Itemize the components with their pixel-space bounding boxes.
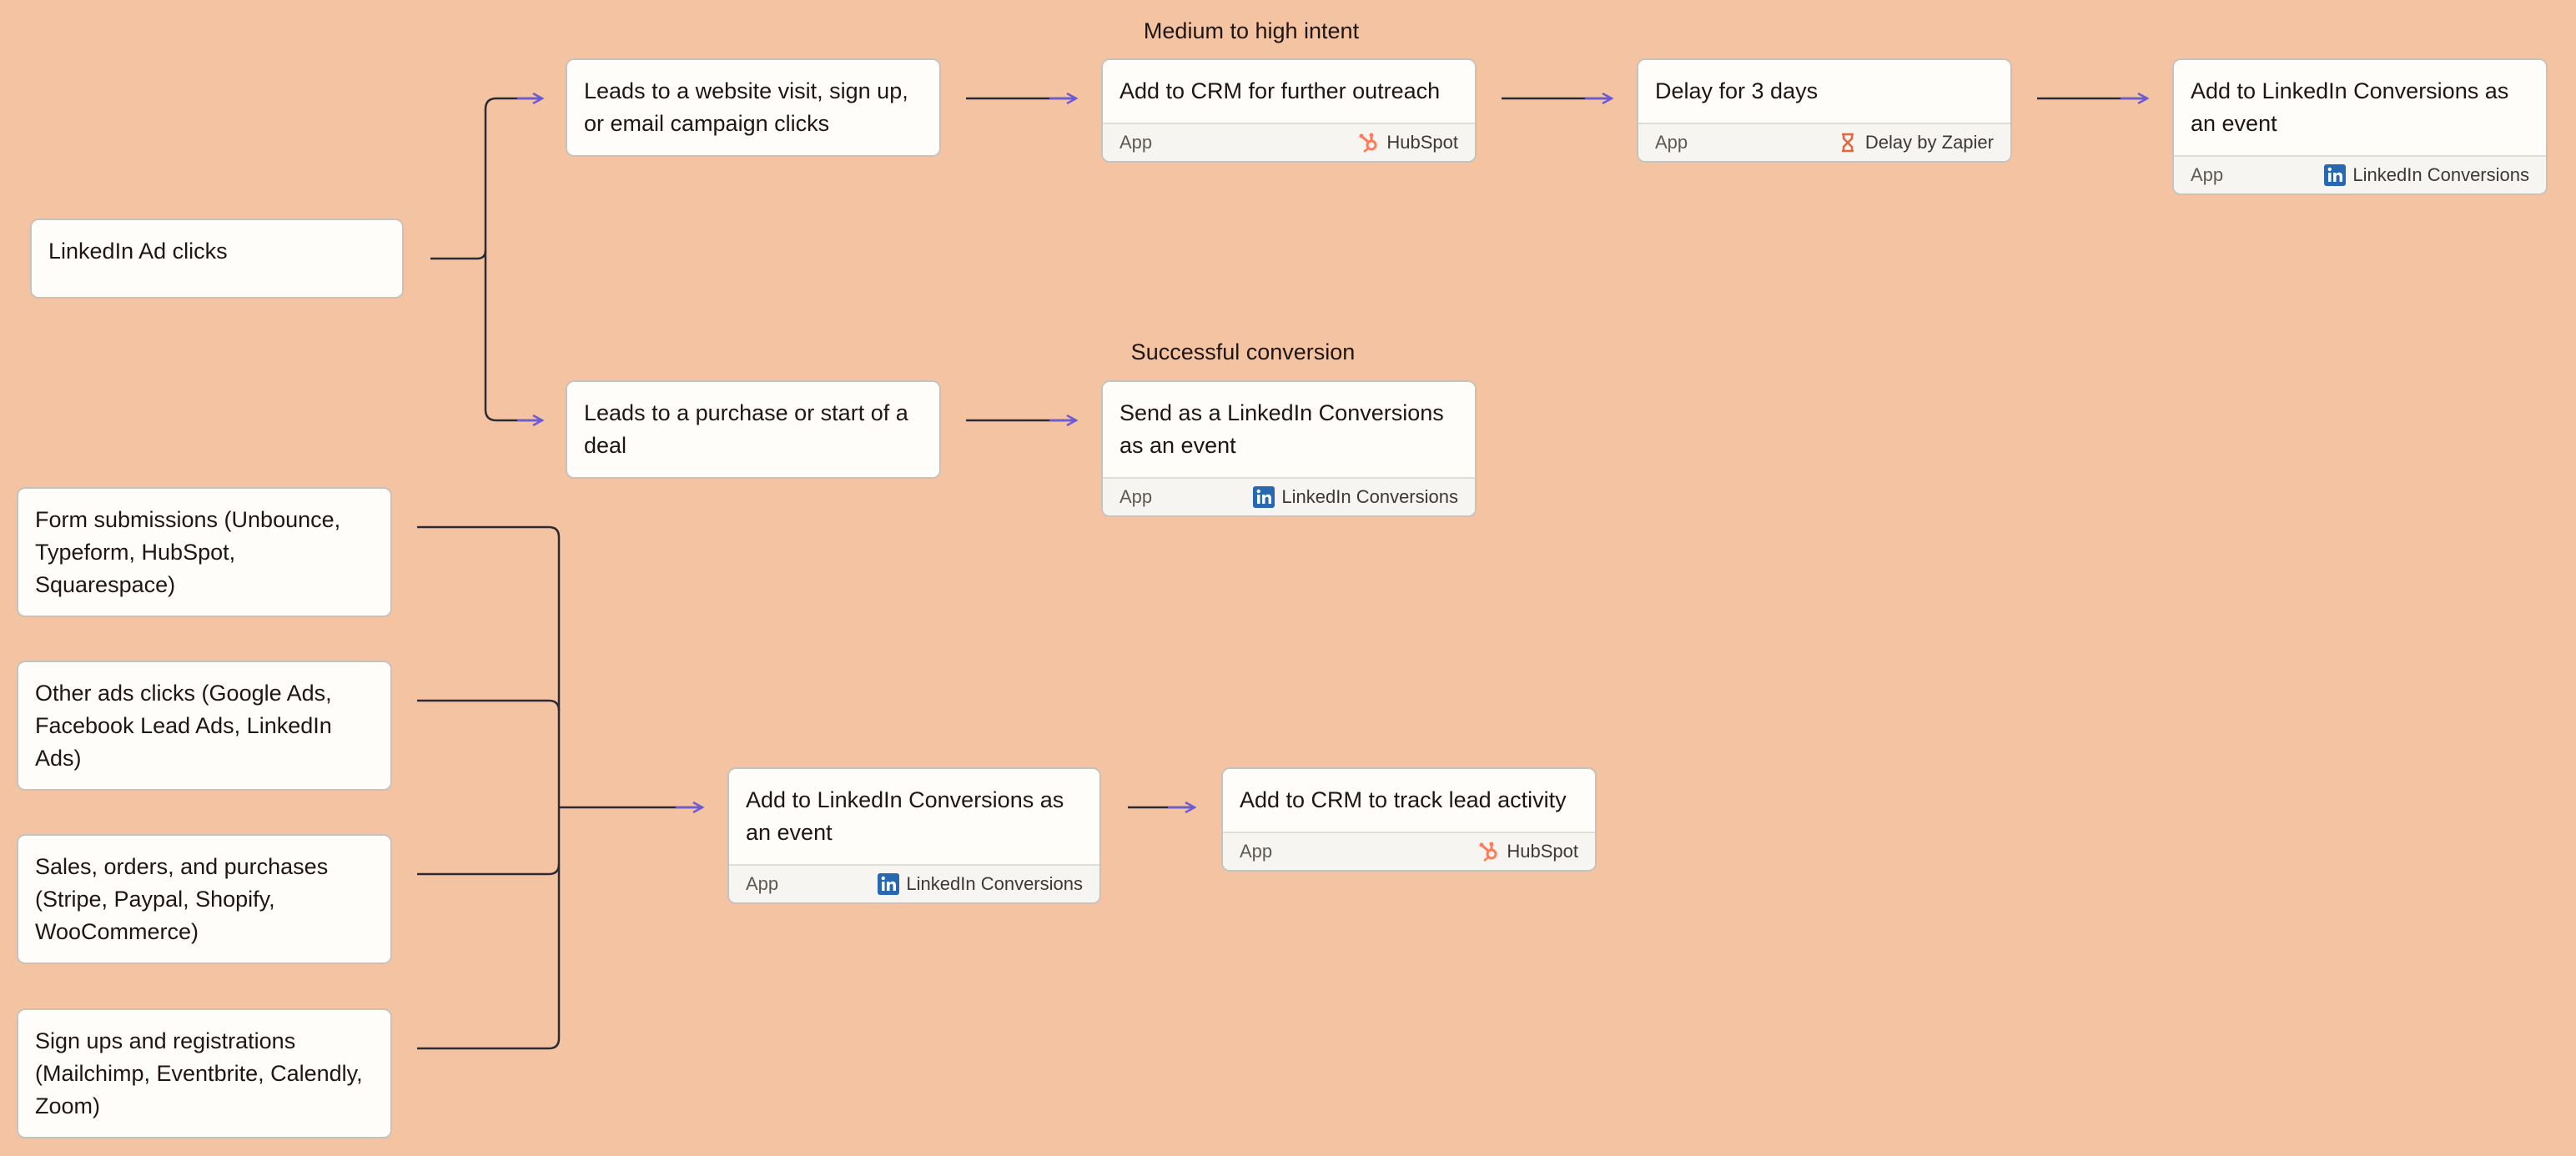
linkedin-icon [878, 873, 900, 895]
hourglass-icon [1841, 133, 1854, 153]
step-add-to-crm-outreach[interactable]: Add to CRM for further outreach App HubS… [1101, 58, 1477, 163]
trigger-sales-orders[interactable]: Sales, orders, and purchases (Stripe, Pa… [17, 834, 392, 964]
app-name: HubSpot [1386, 132, 1458, 153]
linkedin-icon [1253, 486, 1275, 508]
app-kind-label: App [2191, 164, 2224, 185]
step-send-linkedin-conversions[interactable]: Send as a LinkedIn Conversions as an eve… [1101, 380, 1477, 517]
card-text: Send as a LinkedIn Conversions as an eve… [1119, 400, 1444, 458]
linkedin-icon [2324, 164, 2347, 186]
card-text: Delay for 3 days [1655, 78, 1819, 103]
card-text: Leads to a purchase or start of a deal [584, 400, 908, 458]
card-footer: App LinkedIn Conversions [2174, 155, 2546, 194]
card-footer: App LinkedIn Conversions [729, 864, 1099, 902]
card-footer: App LinkedIn Conversions [1103, 477, 1475, 515]
app-name: LinkedIn Conversions [906, 873, 1083, 894]
app-kind-label: App [1119, 132, 1153, 153]
app-badge: Delay by Zapier [1837, 132, 1994, 153]
app-name: LinkedIn Conversions [1281, 486, 1458, 507]
card-text: Form submissions (Unbounce, Typeform, Hu… [35, 507, 341, 597]
trigger-other-ads-clicks[interactable]: Other ads clicks (Google Ads, Facebook L… [17, 661, 392, 791]
card-text: Add to LinkedIn Conversions as an event [2191, 78, 2509, 136]
step-delay-3-days[interactable]: Delay for 3 days App Delay by Zapier [1637, 58, 2012, 163]
successful-conversion-label: Successful conversion [1130, 339, 1356, 364]
trigger-linkedin-ad-clicks[interactable]: LinkedIn Ad clicks [30, 219, 404, 299]
app-badge: LinkedIn Conversions [878, 873, 1083, 895]
step-website-visit[interactable]: Leads to a website visit, sign up, or em… [566, 58, 941, 157]
app-kind-label: App [1240, 841, 1273, 862]
hubspot-icon [1359, 133, 1377, 153]
card-footer: App HubSpot [1103, 123, 1475, 161]
app-badge: HubSpot [1358, 132, 1458, 153]
card-footer: App Delay by Zapier [1638, 123, 2010, 161]
app-badge: LinkedIn Conversions [2324, 164, 2529, 186]
card-text: Add to CRM to track lead activity [1240, 787, 1567, 812]
card-text: Other ads clicks (Google Ads, Facebook L… [35, 681, 332, 771]
app-kind-label: App [746, 873, 779, 894]
card-text: Sales, orders, and purchases (Stripe, Pa… [35, 854, 329, 944]
step-purchase-or-deal[interactable]: Leads to a purchase or start of a deal [566, 380, 941, 479]
card-footer: App HubSpot [1223, 832, 1595, 870]
medium-intent-label: Medium to high intent [1143, 18, 1360, 43]
app-badge: LinkedIn Conversions [1253, 486, 1458, 508]
app-badge: HubSpot [1478, 841, 1578, 862]
step-add-linkedin-conversions-top[interactable]: Add to LinkedIn Conversions as an event … [2172, 58, 2548, 195]
card-text: Add to LinkedIn Conversions as an event [746, 787, 1064, 845]
card-text: LinkedIn Ad clicks [48, 239, 228, 264]
step-add-linkedin-conversions-bottom[interactable]: Add to LinkedIn Conversions as an event … [727, 767, 1101, 904]
app-name: LinkedIn Conversions [2352, 164, 2529, 185]
hubspot-icon [1479, 842, 1497, 862]
trigger-form-submissions[interactable]: Form submissions (Unbounce, Typeform, Hu… [17, 487, 392, 617]
card-text: Sign ups and registrations (Mailchimp, E… [35, 1028, 363, 1118]
app-name: Delay by Zapier [1864, 132, 1994, 153]
step-add-to-crm-track[interactable]: Add to CRM to track lead activity App Hu… [1221, 767, 1597, 872]
trigger-sign-ups[interactable]: Sign ups and registrations (Mailchimp, E… [17, 1008, 392, 1138]
app-kind-label: App [1655, 132, 1688, 153]
app-name: HubSpot [1507, 841, 1578, 862]
card-text: Add to CRM for further outreach [1119, 78, 1441, 103]
app-kind-label: App [1119, 486, 1153, 507]
card-text: Leads to a website visit, sign up, or em… [584, 78, 908, 136]
